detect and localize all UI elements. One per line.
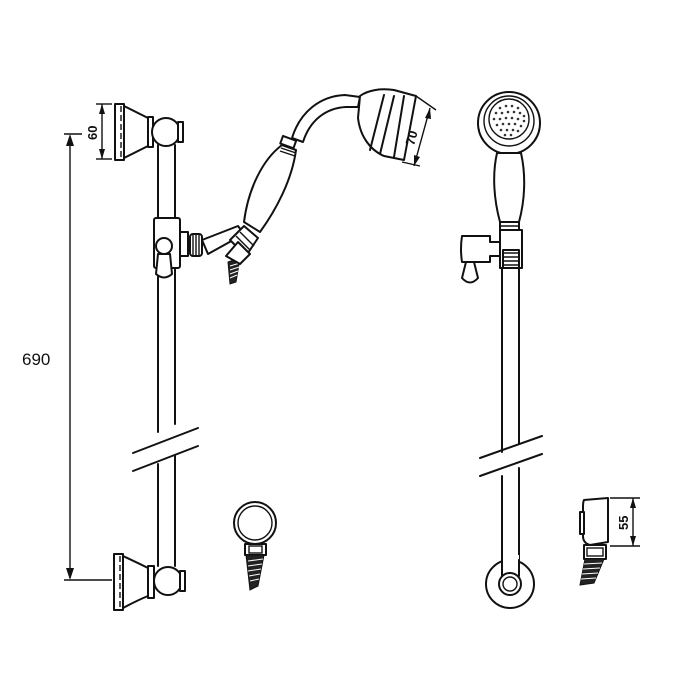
rail-height-label: 690 — [22, 350, 50, 369]
dimension-60: 60 — [85, 103, 112, 160]
side-riser-rail — [479, 267, 543, 571]
dimension-55: 55 — [610, 497, 640, 547]
wall-plate — [485, 555, 535, 609]
riser-rail — [132, 144, 199, 567]
side-slider-bracket — [460, 229, 523, 284]
bottom-wall-bracket — [113, 553, 186, 611]
dimension-70: 70 — [401, 95, 437, 167]
hose-outlet-ring — [233, 501, 277, 591]
outlet-elbow-side — [579, 497, 609, 586]
angled-handset — [225, 88, 417, 285]
top-wall-bracket — [114, 103, 184, 161]
bracket-height-label: 60 — [85, 126, 100, 140]
slider-bracket — [153, 217, 245, 279]
dimension-690: 690 — [22, 133, 112, 581]
elbow-height-label: 55 — [616, 516, 631, 530]
handset-front-view — [477, 91, 541, 231]
head-diameter-label: 70 — [402, 129, 420, 147]
